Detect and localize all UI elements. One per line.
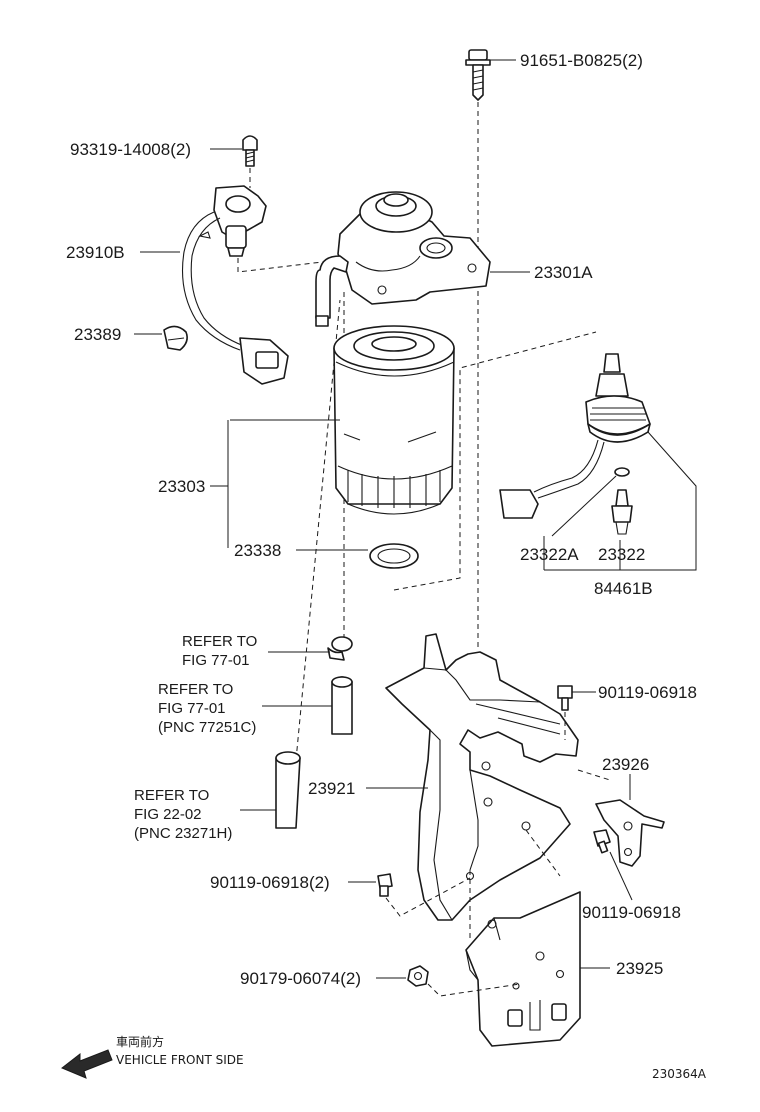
ref2-line3: (PNC 77251C) <box>158 719 256 736</box>
label-filter-head: 23301A <box>534 263 593 282</box>
front-label-jp: 車両前方 <box>116 1034 164 1049</box>
front-arrow-icon <box>61 1049 113 1079</box>
filter-head-part[interactable] <box>315 191 491 327</box>
bolt-top-part[interactable] <box>465 49 491 101</box>
bolt-left-part[interactable] <box>377 873 393 897</box>
label-switch-assy: 84461B <box>594 579 653 598</box>
ref3-line2: FIG 22-02 <box>134 806 202 823</box>
diagram-id: 230364A <box>652 1067 707 1081</box>
label-bracket-plate: 23925 <box>616 959 663 978</box>
label-bolt-right-1: 90119-06918 <box>598 683 697 702</box>
screw-sensor-part[interactable] <box>242 135 258 167</box>
label-bolt-top: 91651-B0825(2) <box>520 51 643 70</box>
bracket-main-part[interactable] <box>385 633 579 921</box>
bracket-sub-part[interactable] <box>595 799 665 867</box>
label-nut: 90179-06074(2) <box>240 969 361 988</box>
clamp-part[interactable] <box>163 325 188 351</box>
label-screw-sensor: 93319-14008(2) <box>70 140 191 159</box>
ref3-line3: (PNC 23271H) <box>134 825 232 842</box>
ref1-line1: REFER TO <box>182 633 257 650</box>
bolt-right-1-part[interactable] <box>557 685 573 711</box>
sensor-assy-part[interactable] <box>181 185 289 385</box>
label-bolt-left: 90119-06918(2) <box>210 873 330 892</box>
label-sensor-assy: 23910B <box>66 243 125 262</box>
label-plug: 23322 <box>598 545 645 564</box>
o-ring-part[interactable] <box>369 543 419 569</box>
label-bracket-main: 23921 <box>308 779 355 798</box>
nut-part[interactable] <box>407 965 429 987</box>
filter-part[interactable] <box>333 325 455 515</box>
ref2-line2: FIG 77-01 <box>158 700 226 717</box>
ref2-line1: REFER TO <box>158 681 233 698</box>
ref1-line2: FIG 77-01 <box>182 652 250 669</box>
label-bolt-right-2: 90119-06918 <box>582 903 681 922</box>
switch-assy-part[interactable] <box>499 353 651 535</box>
label-bracket-sub: 23926 <box>602 755 649 774</box>
hose-ref3[interactable] <box>275 751 301 829</box>
label-plug-a: 23322A <box>520 545 579 564</box>
hose-clamp-ref1[interactable] <box>327 636 353 661</box>
ref3-line1: REFER TO <box>134 787 209 804</box>
bracket-plate-part[interactable] <box>465 891 581 1047</box>
label-o-ring: 23338 <box>234 541 281 560</box>
front-label-en: VEHICLE FRONT SIDE <box>116 1053 244 1067</box>
label-filter: 23303 <box>158 477 205 496</box>
bolt-right-2-part[interactable] <box>593 829 611 854</box>
hose-ref2[interactable] <box>331 676 353 735</box>
label-clamp: 23389 <box>74 325 121 344</box>
